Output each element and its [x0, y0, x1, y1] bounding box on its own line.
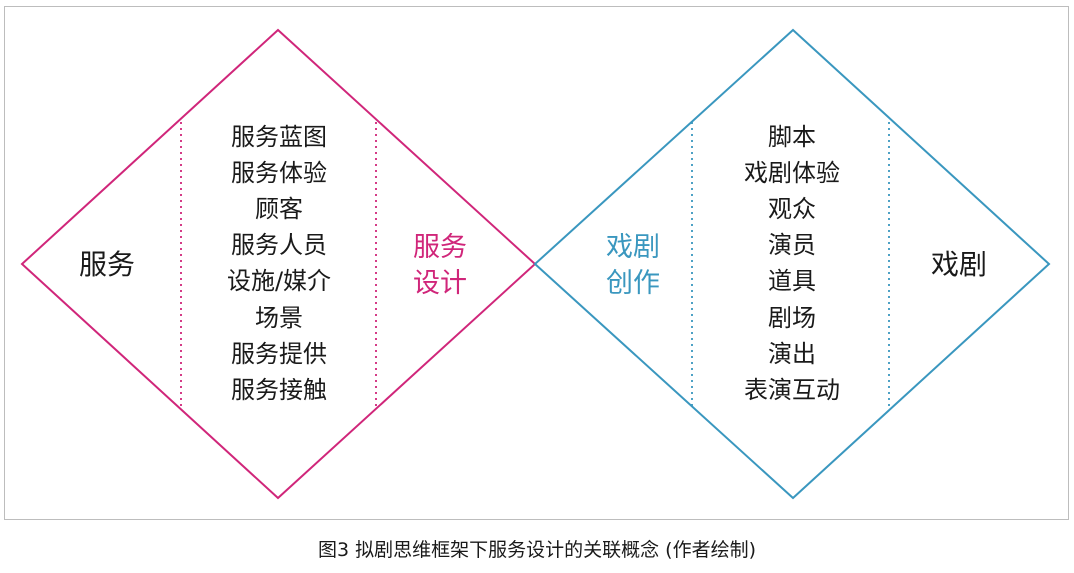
drama-item: 表演互动 — [744, 376, 840, 404]
drama-item: 演员 — [768, 231, 816, 259]
service-design-label-line1: 服务 — [413, 232, 467, 263]
drama-item: 道具 — [768, 267, 816, 295]
service-item: 场景 — [255, 304, 303, 332]
drama-outer-label: 戏剧 — [931, 248, 987, 281]
service-item: 服务蓝图 — [231, 123, 327, 151]
service-item: 设施/媒介 — [227, 267, 331, 295]
service-design-label-line2: 设计 — [413, 268, 467, 299]
service-item: 顾客 — [255, 195, 303, 223]
figure-frame — [4, 6, 1069, 520]
service-item: 服务人员 — [231, 231, 327, 259]
service-item: 服务接触 — [231, 376, 327, 404]
figure-caption: 图3 拟剧思维框架下服务设计的关联概念 (作者绘制) — [318, 538, 756, 561]
drama-item: 脚本 — [768, 123, 816, 151]
drama-item: 戏剧体验 — [744, 159, 840, 187]
drama-item: 剧场 — [768, 304, 816, 332]
service-item: 服务提供 — [231, 340, 327, 368]
service-diamond — [20, 28, 537, 500]
service-outer-label: 服务 — [79, 248, 135, 281]
drama-creation-label-line1: 戏剧 — [606, 232, 660, 263]
service-item: 服务体验 — [231, 159, 327, 187]
drama-item: 演出 — [768, 340, 816, 368]
drama-item: 观众 — [768, 195, 816, 223]
drama-creation-label-line2: 创作 — [606, 268, 660, 299]
drama-diamond — [533, 28, 1051, 500]
